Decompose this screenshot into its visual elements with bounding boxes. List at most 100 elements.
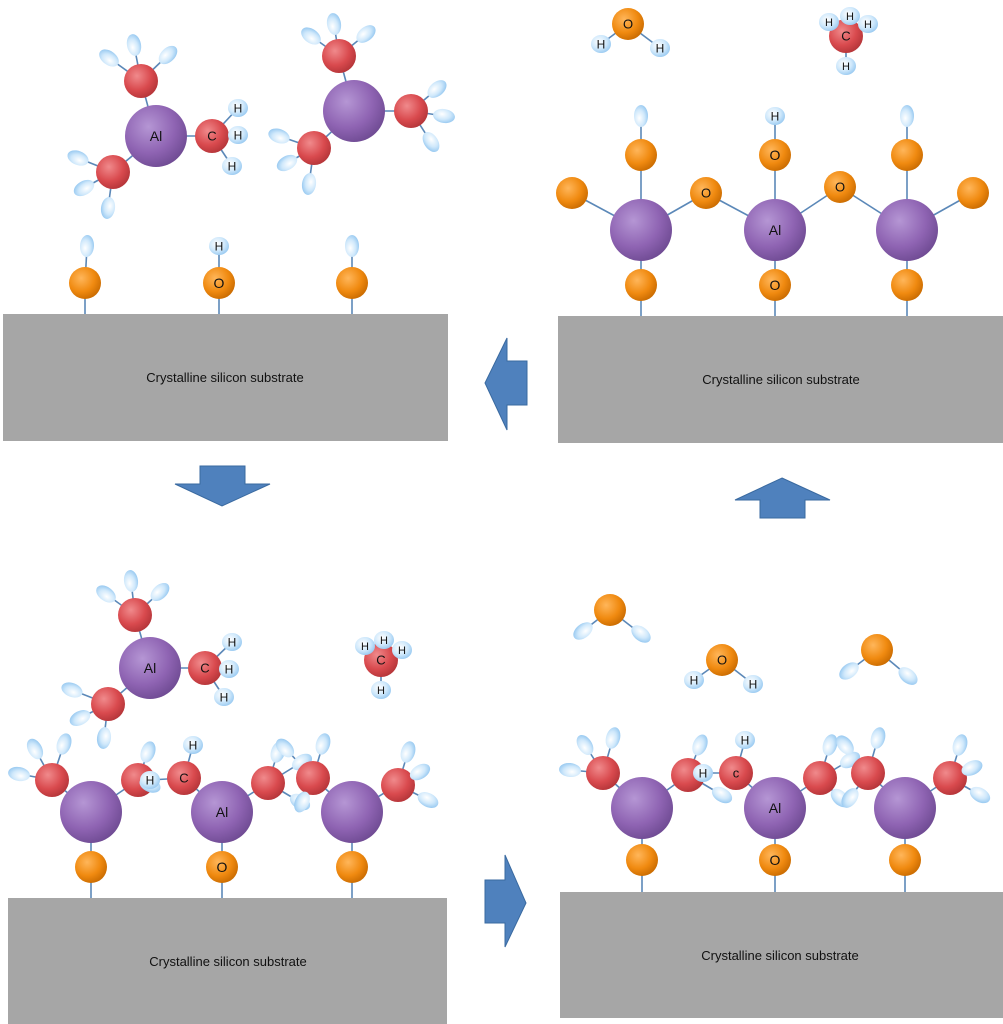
hydrogen-atom: [969, 786, 991, 804]
atom-label: O: [835, 180, 845, 195]
hydrogen-atom: [422, 132, 440, 152]
atom-label: C: [207, 129, 216, 144]
hydrogen-atom: [275, 738, 295, 758]
aluminum-atom: [610, 199, 672, 261]
aluminum-atom: Al: [744, 777, 806, 839]
substrate-bottom-left: Crystalline silicon substrate: [8, 898, 447, 1024]
hydrogen-atom: [952, 734, 968, 756]
hydrogen-atom: H: [222, 633, 242, 651]
carbon-atom: C: [829, 19, 863, 53]
oxygen-atom: [556, 177, 588, 209]
hydrogen-atom: H: [214, 688, 234, 706]
atom-label: O: [770, 277, 781, 293]
aluminum-atom: Al: [125, 105, 187, 167]
atom-label: H: [771, 109, 780, 123]
carbon-atom: [586, 756, 620, 790]
atom-label: H: [377, 685, 385, 697]
atom-label: H: [225, 662, 234, 676]
oxygen-atom: [957, 177, 989, 209]
arrow-right-icon: [484, 854, 527, 948]
hydrogen-atom: H: [840, 7, 860, 25]
oxygen-atom: [625, 269, 657, 301]
atom-label: H: [361, 641, 369, 653]
hydrogen-atom: H: [591, 35, 611, 53]
hydrogen-atom: [409, 763, 431, 781]
substrate-top-left: Crystalline silicon substrate: [3, 314, 448, 441]
hydrogen-atom: H: [222, 157, 242, 175]
oxygen-atom: [75, 851, 107, 883]
hydrogen-atom: [836, 735, 854, 755]
hydrogen-atom: [841, 788, 859, 808]
atom-label: C: [179, 771, 188, 786]
atom-label: H: [846, 11, 854, 23]
hydrogen-atom: [140, 741, 156, 763]
atom-label: H: [228, 635, 237, 649]
atom-label: O: [623, 17, 633, 32]
substrate-label: Crystalline silicon substrate: [701, 948, 859, 963]
oxygen-atom: [889, 844, 921, 876]
atom-label: H: [690, 673, 699, 687]
hydrogen-atom: [67, 150, 89, 166]
hydrogen-atom: [79, 235, 95, 257]
atom-label: Al: [769, 800, 781, 816]
hydrogen-atom: [576, 735, 594, 755]
oxygen-atom: [69, 267, 101, 299]
oxygen-atom: O: [612, 8, 644, 40]
hydrogen-atom: [356, 25, 376, 43]
atom-label: H: [189, 738, 198, 752]
atom-label: H: [220, 690, 229, 704]
oxygen-atom: [336, 851, 368, 883]
aluminum-atom: [60, 781, 122, 843]
atom-label: H: [749, 677, 758, 691]
oxygen-atom: [625, 139, 657, 171]
oxygen-atom: O: [759, 844, 791, 876]
aluminum-atom: [876, 199, 938, 261]
hydrogen-atom: [692, 734, 708, 756]
hydrogen-atom: H: [743, 675, 763, 693]
hydrogen-atom: H: [819, 13, 839, 31]
carbon-atom: [381, 768, 415, 802]
substrate-top-right: Crystalline silicon substrate: [558, 316, 1003, 443]
oxygen-atom: [891, 269, 923, 301]
oxygen-atom: [594, 594, 626, 626]
atom-label: c: [733, 766, 740, 781]
hydrogen-atom: H: [765, 107, 785, 125]
hydrogen-atom: [605, 727, 621, 749]
arrow-up-icon: [734, 477, 831, 519]
substrate-label: Crystalline silicon substrate: [702, 372, 860, 387]
hydrogen-atom: [56, 733, 72, 755]
hydrogen-atom: [711, 786, 733, 804]
hydrogen-atom: H: [858, 15, 878, 33]
atom-label: H: [842, 61, 850, 73]
hydrogen-atom: [8, 766, 30, 782]
atom-label: O: [770, 147, 781, 163]
hydrogen-atom: H: [836, 57, 856, 75]
atom-label: H: [699, 766, 708, 780]
hydrogen-atom: H: [209, 237, 229, 255]
atom-label: Al: [769, 222, 781, 238]
hydrogen-atom: [898, 667, 918, 685]
hydrogen-atom: [345, 235, 359, 257]
atom-label: H: [228, 159, 237, 173]
hydrogen-atom: [400, 741, 416, 763]
atom-label: O: [770, 852, 781, 868]
hydrogen-atom: H: [374, 631, 394, 649]
carbon-atom: [297, 131, 331, 165]
carbon-atom: C: [188, 651, 222, 685]
atom-label: C: [841, 29, 850, 44]
atom-label: H: [146, 773, 155, 787]
hydrogen-atom: [96, 727, 112, 749]
aluminum-atom: [321, 781, 383, 843]
atom-label: H: [215, 239, 224, 253]
carbon-atom: [803, 761, 837, 795]
aluminum-atom: [323, 80, 385, 142]
hydrogen-atom: [99, 49, 119, 67]
hydrogen-atom: [294, 791, 310, 813]
oxygen-atom: [626, 844, 658, 876]
hydrogen-atom: H: [684, 671, 704, 689]
arrow-down-icon: [174, 465, 271, 507]
aluminum-atom: Al: [744, 199, 806, 261]
carbon-atom: [96, 155, 130, 189]
carbon-atom: [124, 64, 158, 98]
hydrogen-atom: [69, 710, 91, 726]
